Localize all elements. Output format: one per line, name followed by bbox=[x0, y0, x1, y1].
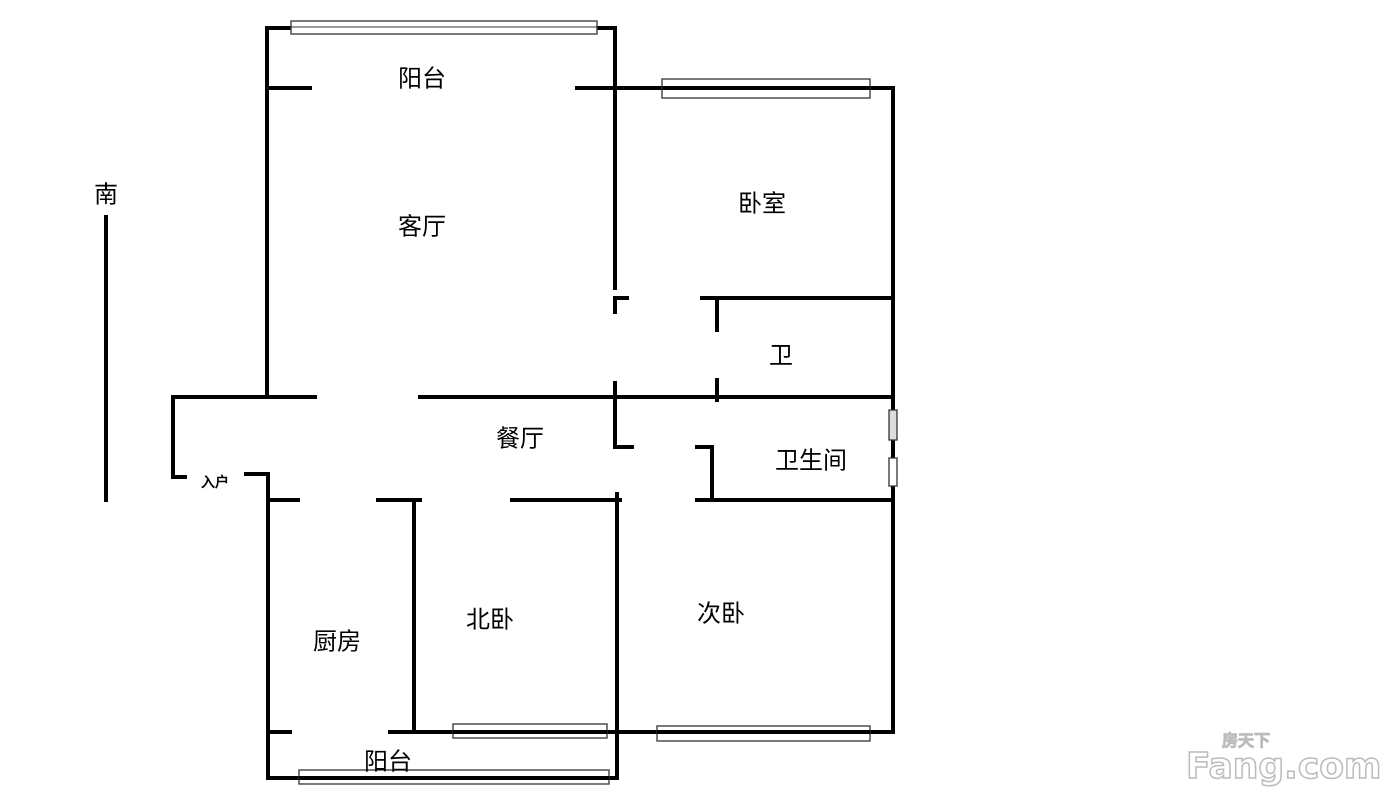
watermark-brand: Fang.com bbox=[1186, 746, 1381, 787]
room-label-dining-room: 餐厅 bbox=[496, 425, 544, 453]
watermark-logo: 房天下 Fang.com bbox=[1185, 731, 1382, 788]
room-label-balcony-bottom: 阳台 bbox=[364, 748, 412, 776]
room-label-second-bedroom: 次卧 bbox=[697, 600, 745, 628]
watermark-brand-cn: 房天下 bbox=[1222, 731, 1270, 750]
room-label-bedroom: 卧室 bbox=[738, 190, 786, 218]
windows bbox=[290, 20, 898, 785]
room-label-bathroom-small: 卫 bbox=[769, 342, 793, 370]
room-label-north-bedroom: 北卧 bbox=[466, 606, 514, 634]
room-labels: 阳台 客厅 卧室 卫 餐厅 卫生间 入户 厨房 北卧 次卧 阳台 bbox=[201, 65, 847, 776]
compass: 南 bbox=[94, 181, 118, 502]
room-label-kitchen: 厨房 bbox=[313, 628, 361, 656]
compass-south-label: 南 bbox=[94, 181, 118, 209]
window-bathroom-2 bbox=[888, 457, 898, 487]
room-label-entrance: 入户 bbox=[201, 474, 229, 491]
room-label-living-room: 客厅 bbox=[398, 213, 446, 241]
room-label-bathroom: 卫生间 bbox=[775, 447, 847, 475]
walls bbox=[171, 26, 895, 780]
room-label-balcony-top: 阳台 bbox=[398, 65, 446, 93]
window-bathroom-1 bbox=[888, 409, 898, 441]
